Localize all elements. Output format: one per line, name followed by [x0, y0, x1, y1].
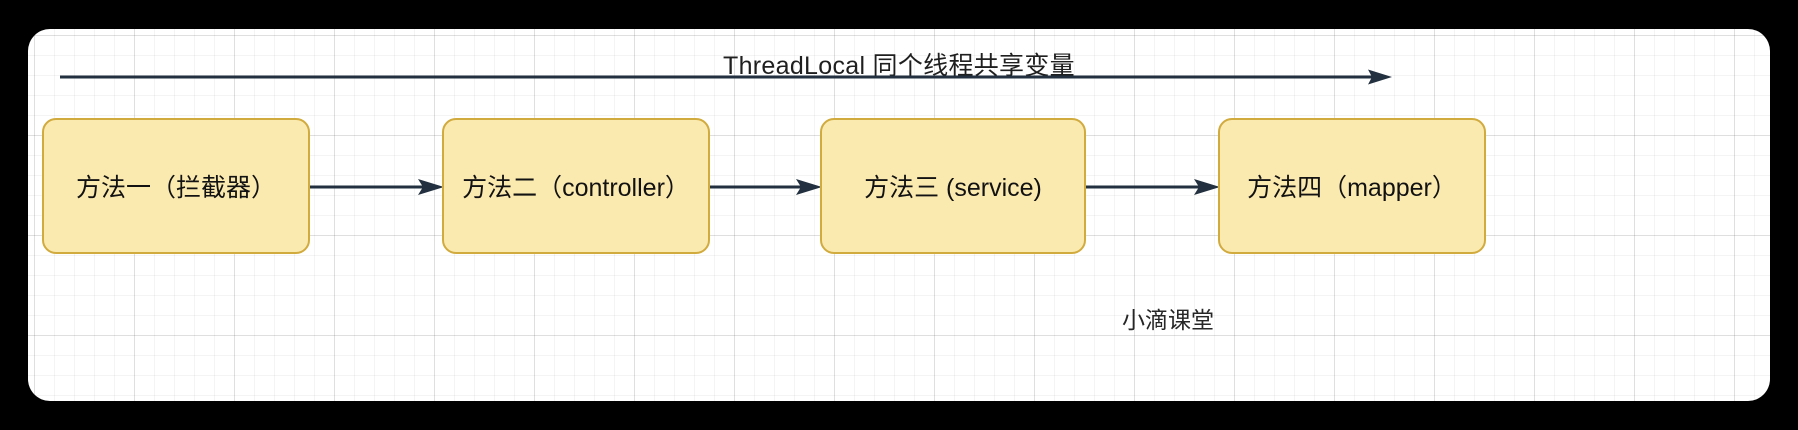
diagram-board: ThreadLocal 同个线程共享变量 方法一（拦截器） 方法二（contro… [28, 29, 1770, 401]
node-method-three-service[interactable]: 方法三 (service) [820, 118, 1086, 254]
node-label: 方法四（mapper） [1247, 174, 1457, 202]
node-label: 方法二（controller） [462, 174, 690, 202]
diagram-title: ThreadLocal 同个线程共享变量 [723, 52, 1075, 80]
connector-two-to-three-icon [710, 179, 822, 195]
connector-three-to-four-icon [1086, 179, 1220, 195]
node-method-four-mapper[interactable]: 方法四（mapper） [1218, 118, 1486, 254]
watermark-label: 小滴课堂 [1122, 307, 1214, 333]
node-label: 方法一（拦截器） [75, 174, 276, 202]
node-label: 方法三 (service) [864, 174, 1042, 202]
connector-one-to-two-icon [310, 179, 444, 195]
node-method-two-controller[interactable]: 方法二（controller） [442, 118, 710, 254]
shared-variable-span-arrow-icon [60, 69, 1392, 85]
node-method-one-interceptor[interactable]: 方法一（拦截器） [42, 118, 310, 254]
